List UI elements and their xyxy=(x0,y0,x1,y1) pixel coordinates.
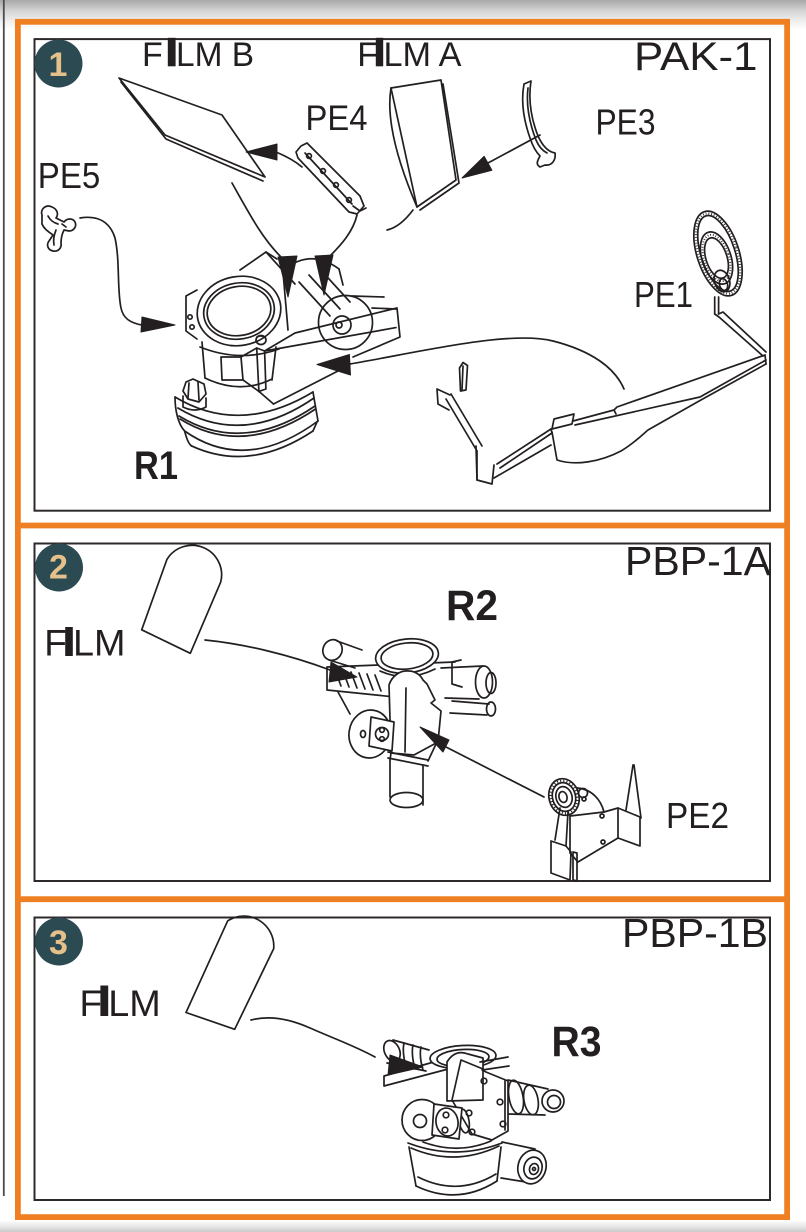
svg-text:PE4: PE4 xyxy=(306,99,368,138)
svg-text:PE1: PE1 xyxy=(634,274,693,315)
svg-text:R1: R1 xyxy=(134,444,178,488)
svg-text:PE3: PE3 xyxy=(596,102,656,143)
svg-text:F: F xyxy=(44,623,67,664)
svg-text:PE2: PE2 xyxy=(666,795,729,836)
svg-text:F: F xyxy=(142,36,163,74)
svg-text:F: F xyxy=(80,983,103,1024)
svg-text:LM: LM xyxy=(73,623,126,664)
svg-text:F: F xyxy=(357,36,378,74)
svg-text:R2: R2 xyxy=(446,582,498,630)
svg-text:2: 2 xyxy=(49,549,68,587)
svg-text:1: 1 xyxy=(49,46,68,84)
svg-text:PE5: PE5 xyxy=(38,155,101,196)
svg-text:R3: R3 xyxy=(552,1018,602,1066)
svg-text:PAK-1: PAK-1 xyxy=(634,35,758,79)
svg-text:LM B: LM B xyxy=(176,36,254,74)
svg-text:PBP-1B: PBP-1B xyxy=(622,910,768,956)
svg-text:LM: LM xyxy=(108,983,161,1024)
svg-text:PBP-1A: PBP-1A xyxy=(625,538,771,584)
svg-text:3: 3 xyxy=(49,924,68,962)
svg-text:LM A: LM A xyxy=(384,36,462,74)
